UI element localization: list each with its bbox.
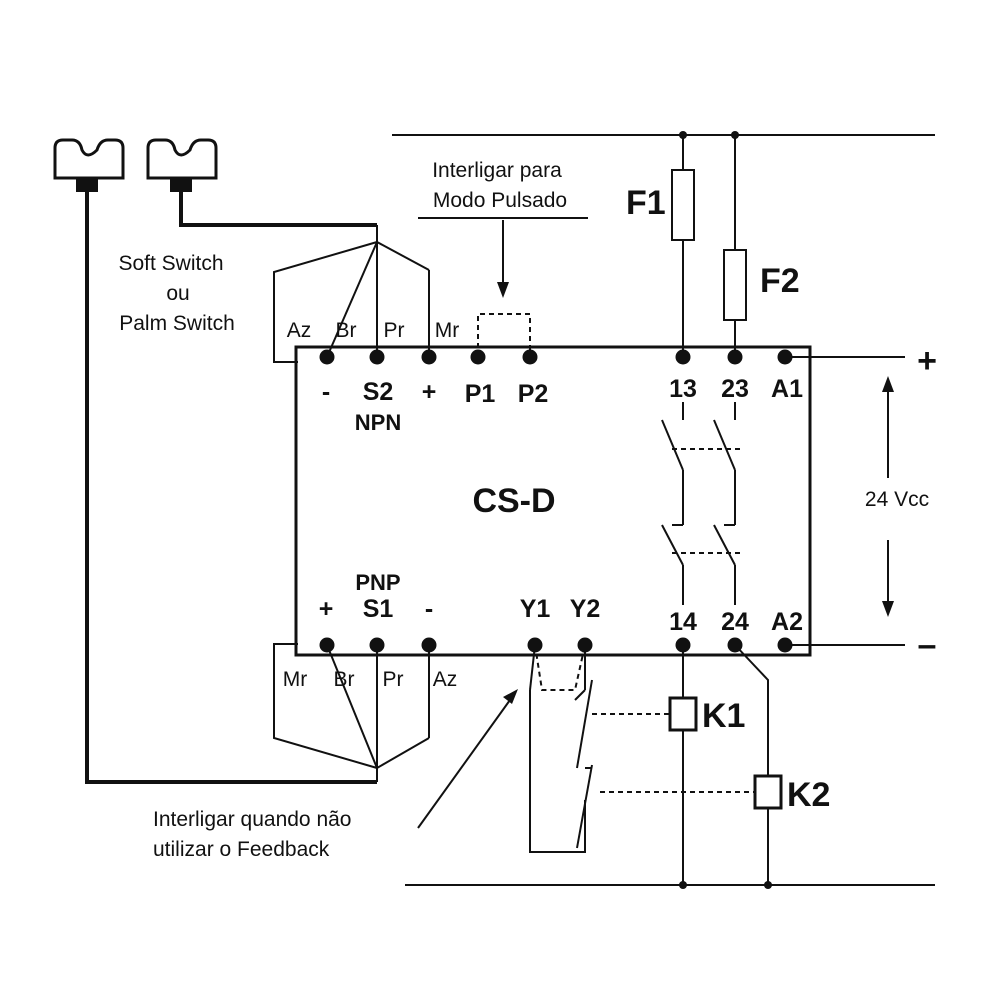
fuse-f2 (723, 135, 747, 357)
soft-switch-right (146, 138, 218, 192)
voltage-arrow (882, 376, 894, 617)
terminal-npn: NPN (355, 410, 401, 435)
terminal-23: 23 (721, 375, 749, 403)
bottom-terminal-dots (319, 637, 793, 653)
terminal-p2: P2 (518, 380, 549, 408)
terminal-13: 13 (669, 375, 697, 403)
pulse-jumper (418, 217, 588, 357)
contactor-k2 (734, 644, 783, 889)
pulse-note-line1: Interligar para (432, 159, 562, 182)
terminal-a2: A2 (771, 608, 803, 636)
wire-az-top: Az (287, 319, 312, 342)
terminal-p1: P1 (465, 380, 496, 408)
feedback-loop (529, 644, 755, 853)
device-title: CS-D (472, 482, 555, 520)
terminal-s2: S2 (363, 378, 394, 406)
terminal-24: 24 (721, 608, 749, 636)
cs-d-module (294, 345, 812, 657)
terminal-14: 14 (669, 608, 697, 636)
switch-label-line2: ou (166, 282, 189, 305)
contactor-k1-label: K1 (702, 697, 745, 735)
feedback-note-line1: Interligar quando não (153, 808, 352, 831)
fuse-f1-label: F1 (626, 184, 666, 222)
internal-contacts (661, 402, 740, 605)
supply-plus: + (917, 342, 937, 380)
feedback-note-line2: utilizar o Feedback (153, 838, 330, 861)
switch-label-line3: Palm Switch (119, 312, 235, 335)
contactor-k1 (668, 645, 698, 889)
terminal-s1: S1 (363, 595, 394, 623)
fuse-f2-label: F2 (760, 262, 800, 300)
terminal-top-plus: + (422, 378, 437, 406)
wire-az-bottom: Az (433, 668, 458, 691)
wire-mr-bottom: Mr (283, 668, 308, 691)
switch-label-line1: Soft Switch (118, 252, 223, 275)
terminal-pnp: PNP (355, 570, 400, 595)
supply-minus: – (918, 626, 937, 664)
contactor-k2-label: K2 (787, 776, 830, 814)
pulse-note-line2: Modo Pulsado (433, 189, 567, 212)
terminal-y2: Y2 (570, 595, 601, 623)
feedback-note-arrow (417, 689, 518, 829)
terminal-bottom-plus: + (319, 595, 334, 623)
wire-br-bottom: Br (334, 668, 355, 691)
switch-cable-left (85, 192, 377, 784)
top-terminal-dots (319, 349, 793, 365)
wire-pr-top: Pr (384, 319, 405, 342)
terminal-y1: Y1 (520, 595, 551, 623)
wire-mr-top: Mr (435, 319, 460, 342)
wire-br-top: Br (336, 319, 357, 342)
soft-switch-left (53, 138, 125, 192)
fuse-f1 (671, 135, 695, 357)
top-sensor-wires (273, 225, 430, 363)
terminal-top-minus: - (322, 378, 330, 406)
supply-voltage: 24 Vcc (865, 488, 929, 511)
terminal-a1: A1 (771, 375, 803, 403)
wire-pr-bottom: Pr (383, 668, 404, 691)
bottom-sensor-wires (273, 643, 430, 782)
terminal-bottom-minus: - (425, 595, 433, 623)
switch-cable-right (179, 192, 377, 227)
